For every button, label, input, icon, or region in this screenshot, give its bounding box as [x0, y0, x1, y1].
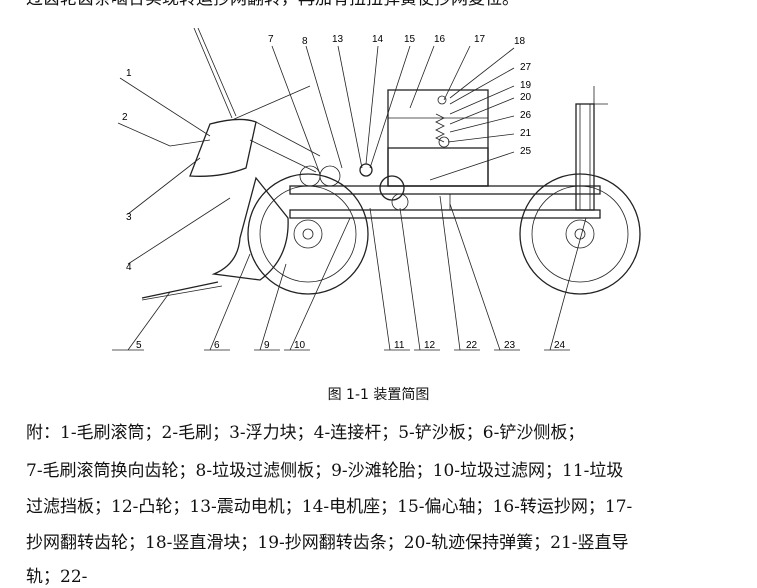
part-label-22: 22 [466, 340, 478, 351]
part-label-26: 26 [520, 110, 532, 121]
part-label-14: 14 [372, 34, 384, 45]
part-label-1: 1 [126, 68, 132, 79]
device-diagram-svg: 1 2 3 4 5 6 7 8 9 10 11 12 13 14 15 16 1… [112, 28, 641, 351]
part-label-17: 17 [474, 34, 486, 45]
part-label-11: 11 [394, 340, 405, 351]
part-label-20: 20 [520, 92, 532, 103]
legend-line-5: 轨；22- [26, 567, 88, 587]
part-label-5: 5 [136, 340, 142, 351]
part-label-2: 2 [122, 112, 128, 123]
leader-lines [112, 45, 587, 351]
legend-line-3: 过滤挡板；12-凸轮；13-震动电机；14-电机座；15-偏心轴；16-转运抄网… [26, 497, 633, 517]
device-diagram: 1 2 3 4 5 6 7 8 9 10 11 12 13 14 15 16 1… [110, 28, 650, 364]
sand-scoop [141, 176, 289, 301]
top-paragraph-line: 过齿轮齿条啮合实现转运抄网翻转，再加有扭扭弹簧使抄网复位。 [26, 0, 746, 10]
part-label-21: 21 [520, 128, 532, 139]
part-label-16: 16 [434, 34, 446, 45]
part-label-12: 12 [424, 340, 436, 351]
part-label-10: 10 [294, 340, 306, 351]
part-label-23: 23 [504, 340, 516, 351]
figure-caption: 图 1-1 装置简图 [327, 387, 430, 403]
legend-line-2: 7-毛刷滚筒换向齿轮；8-垃圾过滤侧板；9-沙滩轮胎；10-垃圾过滤网；11-垃… [26, 461, 624, 481]
legend-line-4: 抄网翻转齿轮；18-竖直滑块；19-抄网翻转齿条；20-轨迹保持弹簧；21-竖直… [26, 533, 629, 553]
part-label-25: 25 [520, 146, 532, 157]
part-label-13: 13 [332, 34, 344, 45]
part-label-7: 7 [268, 34, 274, 45]
part-label-18: 18 [514, 36, 526, 47]
frame [289, 86, 608, 219]
part-label-8: 8 [302, 36, 308, 47]
part-label-15: 15 [404, 34, 416, 45]
legend-line-1: 附：1-毛刷滚筒；2-毛刷；3-浮力块；4-连接杆；5-铲沙板；6-铲沙侧板； [26, 423, 585, 443]
part-label-9: 9 [264, 340, 270, 351]
brush-roller [169, 28, 321, 177]
part-label-19: 19 [520, 80, 532, 91]
part-number-labels: 1 2 3 4 5 6 7 8 9 10 11 12 13 14 15 16 1… [122, 34, 566, 351]
part-label-4: 4 [126, 262, 132, 273]
part-label-24: 24 [554, 340, 566, 351]
part-label-27: 27 [520, 62, 532, 73]
part-label-3: 3 [126, 212, 132, 223]
part-label-6: 6 [214, 340, 220, 351]
